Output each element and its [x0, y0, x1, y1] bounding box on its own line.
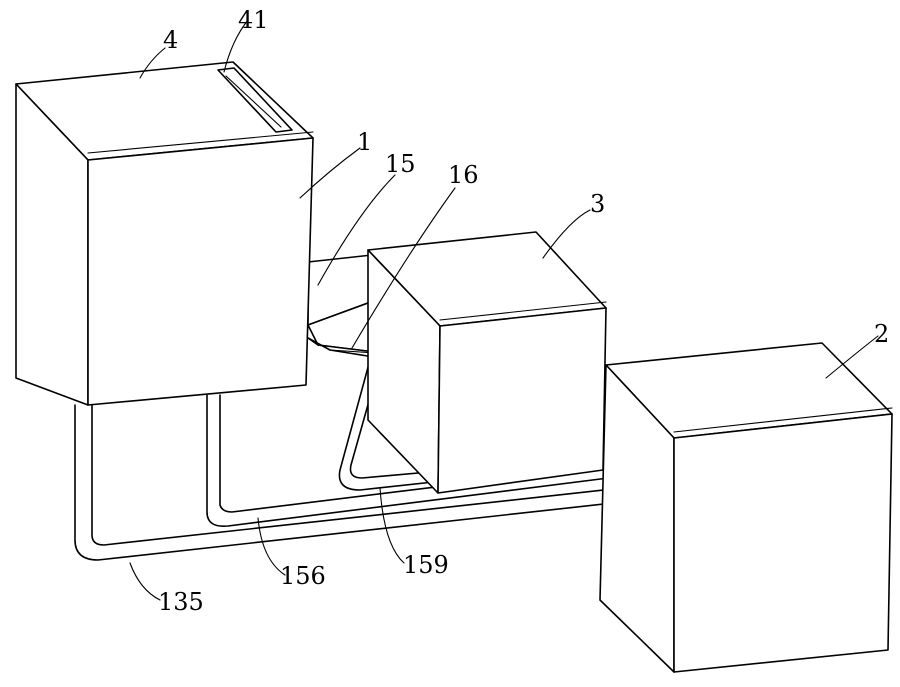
leader-159	[380, 488, 404, 563]
box-1	[16, 62, 313, 405]
label-41: 41	[238, 6, 269, 34]
label-1: 1	[357, 128, 372, 156]
label-15: 15	[385, 150, 416, 178]
box-3-front-face	[438, 308, 606, 493]
label-3: 3	[590, 190, 605, 218]
label-4: 4	[163, 26, 178, 54]
label-135: 135	[158, 588, 204, 616]
label-159: 159	[403, 551, 449, 579]
box-2	[600, 343, 892, 672]
label-16: 16	[448, 161, 479, 189]
label-156: 156	[280, 562, 326, 590]
box-1-front-face	[88, 138, 313, 405]
box-2-front-face	[674, 414, 892, 672]
box-3	[368, 232, 606, 493]
label-2: 2	[874, 320, 889, 348]
leader-135	[130, 563, 160, 600]
